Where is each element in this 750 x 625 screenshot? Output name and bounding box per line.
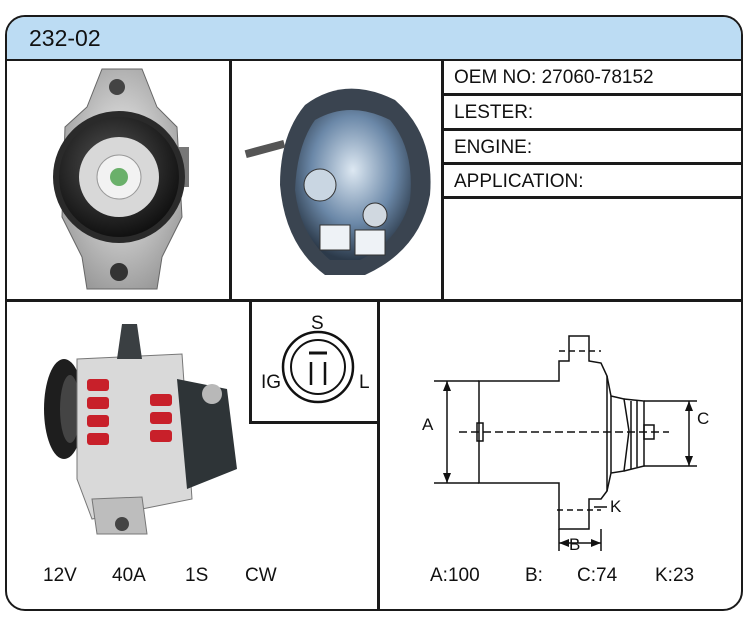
dimension-drawing	[434, 335, 697, 551]
dim-k-label: K	[610, 497, 622, 516]
dim-k-value: K:23	[655, 565, 695, 586]
dim-b-value: B:	[525, 565, 543, 586]
lester-label: LESTER:	[454, 102, 534, 123]
col-divider-top-1	[229, 61, 232, 301]
info-divider-1	[441, 93, 741, 96]
part-number: 232-02	[29, 25, 101, 51]
col-divider-bottom	[377, 299, 380, 609]
connector-diagram	[281, 330, 355, 404]
spec-voltage: 12V	[43, 565, 77, 586]
spec-terminal: 1S	[185, 565, 209, 586]
dim-c-label: C	[697, 409, 710, 428]
connector-box-left	[249, 299, 252, 423]
dim-c-value: C:74	[577, 565, 618, 586]
title-bar: 232-02	[7, 17, 741, 61]
alternator-rear-photo	[244, 88, 431, 275]
info-divider-2	[441, 128, 741, 131]
pin-ig-label: IG	[261, 372, 282, 393]
oem-number: OEM NO: 27060-78152	[454, 67, 654, 88]
pin-l-label: L	[359, 372, 370, 393]
pin-s-label: S	[311, 313, 324, 334]
spec-amperage: 40A	[112, 565, 146, 586]
alternator-side-photo	[44, 324, 237, 535]
connector-box-bottom	[249, 421, 379, 424]
product-card: 232-02 OEM NO: 27060-78152 LESTER: ENGIN…	[5, 15, 743, 611]
engine-label: ENGINE:	[454, 137, 533, 158]
info-divider-3	[441, 162, 741, 165]
application-label: APPLICATION:	[454, 171, 584, 192]
col-divider-top-2	[441, 61, 444, 301]
info-divider-4	[441, 196, 741, 199]
spec-rotation: CW	[245, 565, 277, 586]
dim-b-label: B	[569, 535, 581, 554]
dim-a-value: A:100	[430, 565, 480, 586]
alternator-front-photo	[53, 68, 189, 290]
dim-a-label: A	[422, 415, 434, 434]
row-divider	[7, 299, 741, 302]
